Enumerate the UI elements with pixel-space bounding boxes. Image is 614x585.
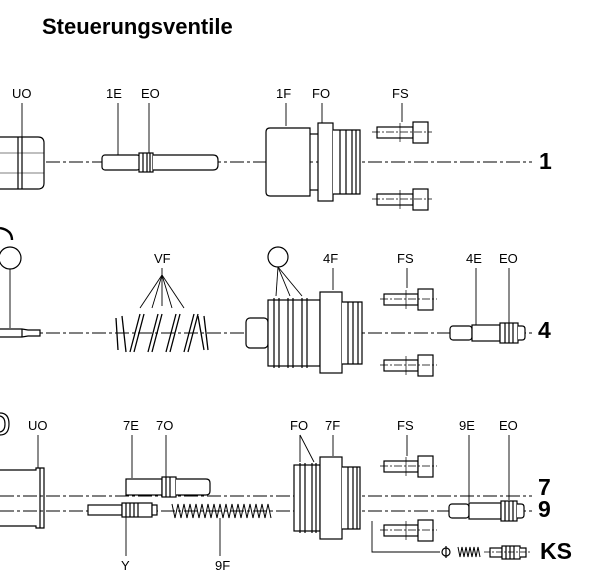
label-eo-top: EO — [141, 86, 160, 101]
label-vf: VF — [154, 251, 171, 266]
row7-partial-circle — [0, 412, 10, 436]
row4-fs-screw-lower — [380, 354, 437, 377]
row7-fs-screw-upper — [380, 455, 437, 478]
label-uo-bot: UO — [28, 418, 48, 433]
label-9e: 9E — [459, 418, 475, 433]
row1-fs-screw-upper — [372, 121, 432, 144]
label-y: Y — [121, 558, 130, 573]
label-fo-bot: FO — [290, 418, 309, 433]
label-fs-bot: FS — [397, 418, 414, 433]
row4-curve — [0, 226, 14, 241]
label-fo-top: FO — [312, 86, 331, 101]
label-7f: 7F — [325, 418, 341, 433]
row4-vf-spring — [115, 268, 209, 353]
row-number-ks: KS — [540, 538, 572, 564]
row1-1f-body — [265, 122, 361, 202]
row4-fs-screw-upper — [380, 288, 437, 311]
row4-4f-body — [245, 291, 363, 374]
row1-1e-pin — [101, 152, 219, 173]
row4-4e-pin — [449, 322, 526, 344]
row7-fs-screw-lower — [380, 519, 437, 542]
row7-7e-pin — [125, 476, 211, 498]
row4-rod — [0, 328, 41, 338]
label-eo-bot: EO — [499, 418, 518, 433]
label-7e: 7E — [123, 418, 139, 433]
row-number-7: 7 — [538, 474, 551, 500]
row-ks-assembly — [441, 545, 532, 560]
row-number-9: 9 — [538, 496, 551, 522]
label-1f: 1F — [276, 86, 292, 101]
row7-7f-body — [293, 456, 440, 553]
label-9f: 9F — [215, 558, 231, 573]
row9-y-part — [87, 502, 158, 556]
label-fs-top: FS — [392, 86, 409, 101]
row9-9f-spring — [171, 503, 272, 556]
label-4f: 4F — [323, 251, 339, 266]
row4-fo-circle — [267, 246, 289, 268]
row7-uo-cylinder — [0, 467, 45, 529]
label-4e: 4E — [466, 251, 482, 266]
page-title: Steuerungsventile — [42, 14, 233, 39]
label-uo-top: UO — [12, 86, 32, 101]
label-eo-mid: EO — [499, 251, 518, 266]
label-1e: 1E — [106, 86, 122, 101]
row1-fs-screw-lower — [372, 188, 432, 211]
row4-w-circle — [0, 246, 22, 270]
label-7o: 7O — [156, 418, 174, 433]
row1-leaders — [21, 103, 403, 156]
row-number-4: 4 — [538, 317, 551, 343]
row-number-1: 1 — [539, 148, 552, 174]
label-fs-mid: FS — [397, 251, 414, 266]
row9-9e-pin — [448, 500, 525, 522]
